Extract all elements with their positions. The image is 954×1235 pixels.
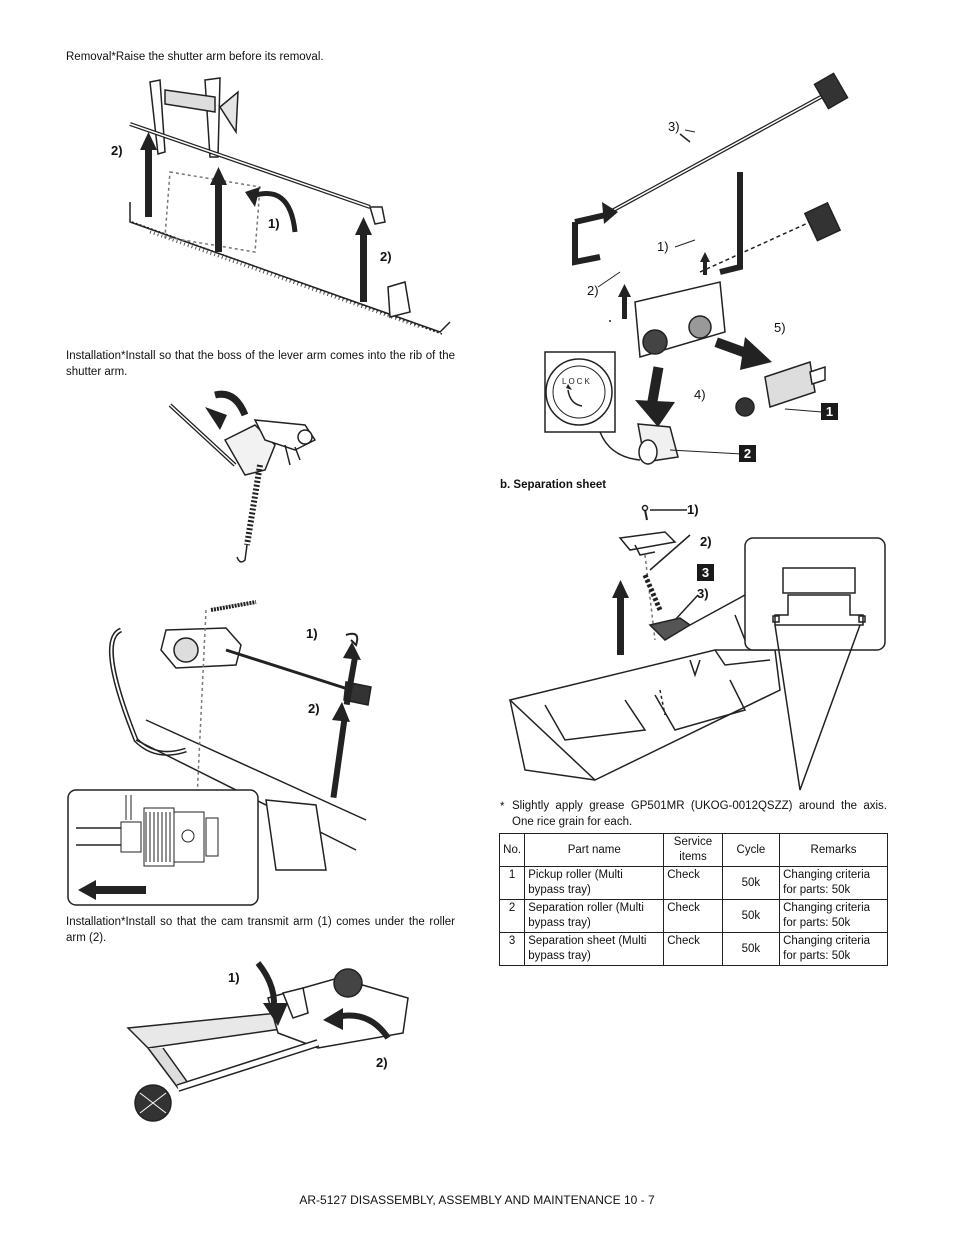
col-header-service-items: Service items [663, 833, 723, 867]
cell-no: 3 [498, 932, 526, 966]
removal-instruction: Removal*Raise the shutter arm before its… [66, 51, 324, 63]
page-footer: AR-5127 DISASSEMBLY, ASSEMBLY AND MAINTE… [299, 1193, 655, 1207]
cell-remarks: Changing criteria for parts: 50k [779, 866, 888, 900]
cell-no: 1 [498, 866, 526, 900]
table-row: 2 Separation roller (Multi bypass tray) … [498, 899, 888, 933]
part-callout-1: 1 [821, 403, 838, 420]
installation-instruction-2: Installation*Install so that the cam tra… [66, 916, 455, 944]
cell-no: 2 [498, 899, 526, 933]
col-header-part-name: Part name [524, 833, 665, 867]
fig1-label-2a: 2) [111, 143, 123, 158]
fig3-label-1: 1) [306, 626, 318, 641]
sep-fig-label-1: 1) [657, 239, 669, 254]
table-header-row: No. Part name Service items Cycle Remark… [498, 833, 888, 867]
sheet-fig-label-1: 1) [687, 502, 699, 517]
fig1-label-1: 1) [268, 216, 280, 231]
fig3-label-2: 2) [308, 701, 320, 716]
fig4-label-1: 1) [228, 970, 240, 985]
part-callout-3: 3 [697, 564, 714, 581]
separation-roller-exploded-figure [544, 72, 849, 465]
installation-instruction-1: Installation*Install so that the boss of… [66, 350, 455, 378]
sep-fig-label-3: 3) [668, 119, 680, 134]
sep-fig-label-5: 5) [774, 320, 786, 335]
section-heading-separation-sheet: b. Separation sheet [500, 479, 607, 491]
shutter-arm-removal-figure [129, 77, 451, 335]
cell-service: Check [663, 899, 723, 933]
col-header-no: No. [498, 833, 526, 867]
grease-note-mark: * [500, 801, 505, 813]
sheet-fig-label-2: 2) [700, 534, 712, 549]
cell-part: Separation roller (Multi bypass tray) [524, 899, 665, 933]
service-table: No. Part name Service items Cycle Remark… [498, 833, 888, 966]
cam-transmit-arm-figure [126, 961, 409, 1122]
cell-part: Pickup roller (Multi bypass tray) [524, 866, 665, 900]
table-row: 3 Separation sheet (Multi bypass tray) C… [498, 932, 888, 966]
lever-arm-figure [168, 390, 317, 563]
cell-part: Separation sheet (Multi bypass tray) [524, 932, 665, 966]
fig1-label-2b: 2) [380, 249, 392, 264]
cell-service: Check [663, 932, 723, 966]
table-row: 1 Pickup roller (Multi bypass tray) Chec… [498, 866, 888, 900]
cell-remarks: Changing criteria for parts: 50k [779, 932, 888, 966]
sep-fig-label-4: 4) [694, 387, 706, 402]
grease-note: Slightly apply grease GP501MR (UKOG-0012… [512, 800, 887, 828]
separation-sheet-figure [508, 504, 886, 791]
cell-cycle: 50k [721, 932, 781, 966]
pickup-roller-removal-figure [67, 600, 372, 906]
sheet-fig-label-3: 3) [697, 586, 709, 601]
col-header-cycle: Cycle [721, 833, 781, 867]
cell-cycle: 50k [721, 866, 781, 900]
cell-service: Check [663, 866, 723, 900]
fig4-label-2: 2) [376, 1055, 388, 1070]
part-callout-2: 2 [739, 445, 756, 462]
lock-text: LOCK [562, 377, 592, 386]
cell-remarks: Changing criteria for parts: 50k [779, 899, 888, 933]
cell-cycle: 50k [721, 899, 781, 933]
sep-fig-label-2: 2) [587, 283, 599, 298]
col-header-remarks: Remarks [779, 833, 888, 867]
